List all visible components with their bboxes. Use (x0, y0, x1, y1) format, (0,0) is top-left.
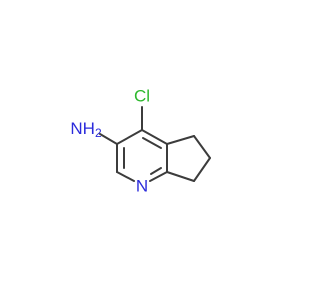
bond-c4-c4a (141, 129, 168, 145)
bonds (99, 106, 211, 182)
bond-n1-c7a-inner (150, 167, 162, 175)
bond-c6-c7 (193, 157, 211, 182)
structure-canvas: Cl NH2 N (70, 87, 211, 196)
amine-label-main: NH (70, 119, 95, 138)
bond-c7-c7a (166, 171, 195, 182)
amine-label-subscript: 2 (95, 126, 102, 140)
amine-label: NH2 (70, 119, 102, 141)
bond-c2-n1 (116, 171, 135, 182)
bond-n1-c7a (149, 171, 168, 182)
nitrogen-label: N (136, 177, 148, 196)
bond-c4-c4a-inner (142, 137, 162, 149)
atom-labels: Cl NH2 N (70, 87, 150, 196)
bond-c3-nh2 (99, 133, 118, 145)
molecule-diagram: Cl NH2 N (70, 87, 211, 196)
chlorine-label: Cl (134, 87, 150, 106)
bond-c4a-c5 (166, 135, 195, 145)
bond-c4-c3 (116, 129, 143, 145)
bond-c5-c6 (193, 135, 211, 159)
